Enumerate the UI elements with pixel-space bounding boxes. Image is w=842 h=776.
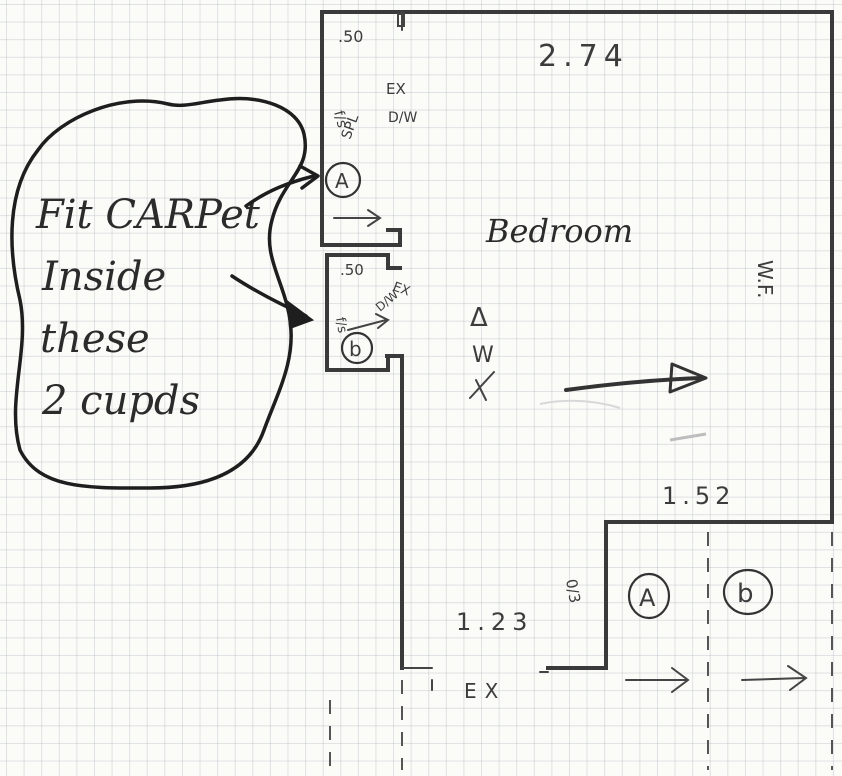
dimension-top: 2.74 [538, 39, 629, 74]
cupboard-b-width: .50 [340, 261, 364, 279]
note-line-4: 2 cupds [41, 378, 200, 424]
cupboard-a-dw: D/W [388, 110, 417, 126]
lower-marker-b-circle [722, 568, 774, 616]
cupboard-b-outline [325, 253, 402, 372]
note-line-3: these [40, 316, 150, 362]
cupboard-a: .50 EX D/W f/s SPL A [324, 13, 417, 227]
cupboard-a-top-mark [397, 13, 405, 27]
cupboard-a-outline [320, 10, 402, 247]
lower-arrow-a-icon [625, 667, 690, 693]
cupboard-b: .50 EX D/W f/s b [332, 261, 412, 365]
note-arrow-to-a-icon [244, 174, 316, 208]
note-line-2: Inside [41, 254, 166, 300]
main-wall-outline [320, 10, 834, 670]
room-walls [320, 10, 834, 691]
window-mark: W [472, 343, 494, 368]
lower-arrow-b-icon [741, 665, 808, 691]
cupboard-b-ex: EX [391, 280, 412, 300]
faint-stroke [669, 432, 707, 442]
note-bubble-outline [10, 96, 308, 490]
cupboard-a-marker-circle [324, 161, 362, 199]
carpet-note: Fit CARPet Inside these 2 cupds [10, 96, 320, 490]
bottom-ex-label: EX [464, 679, 506, 703]
cupboard-b-arrow-icon [347, 313, 390, 331]
cupboard-a-ex: EX [386, 80, 406, 98]
door-symbol: Δ [470, 303, 488, 333]
lower-marker-a-circle [627, 572, 671, 620]
note-line-1: Fit CARPet [35, 192, 261, 238]
cupboard-a-arrow-icon [333, 209, 382, 227]
extension-lines [329, 532, 833, 770]
dimension-bottom-left: 1.23 [456, 608, 533, 636]
lower-marker-b: b [737, 579, 754, 609]
faint-smudge [539, 399, 621, 409]
note-arrowhead-b-icon [286, 299, 315, 330]
lower-area: 0/3 A b EX [464, 568, 808, 703]
dimension-right-lower: 1.52 [662, 482, 735, 510]
cupboard-a-fs: f/s [330, 109, 350, 130]
cupboard-a-marker: A [335, 169, 349, 193]
lower-marker-a: A [639, 584, 656, 612]
carpet-direction-arrow-icon [564, 362, 708, 394]
wardrobe-label: W.F. [753, 260, 777, 299]
cupboard-b-fs: f/s [332, 316, 350, 334]
cupboard-a-width: .50 [338, 27, 363, 46]
cupboard-b-marker: b [349, 337, 362, 361]
window-strike [469, 371, 495, 401]
room-label: Bedroom [485, 212, 633, 250]
cupboard-b-marker-circle [340, 331, 374, 365]
lower-side-mark: 0/3 [562, 578, 584, 605]
note-arrowhead-a-icon [298, 164, 320, 190]
